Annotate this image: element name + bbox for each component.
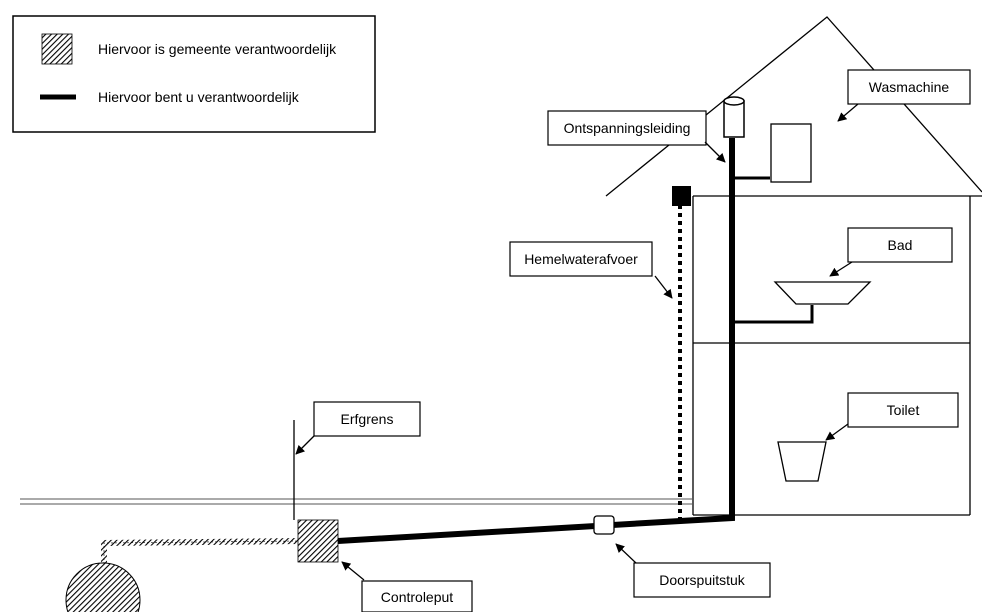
doorspuitstuk-fitting: [593, 515, 615, 535]
municipal-connection-pipe: [101, 538, 301, 568]
label-bad: Bad: [829, 227, 953, 277]
label-doorspuitstuk: Doorspuitstuk: [615, 543, 771, 598]
label-box: [313, 401, 421, 437]
municipal-pipe-outline: [103, 540, 301, 568]
fixtures: [770, 123, 872, 482]
main-drain-pipe: [337, 138, 735, 544]
arrow: [654, 275, 673, 299]
legend: Hiervoor is gemeente verantwoordelijk Hi…: [12, 15, 376, 133]
label-hemelwaterafvoer: Hemelwaterafvoer: [509, 241, 673, 299]
controleput-pit: [297, 519, 339, 563]
hatch-swatch: [41, 33, 73, 65]
label-text: Bad: [888, 237, 913, 253]
gutter-box: [672, 186, 691, 206]
arrow: [829, 261, 853, 277]
rainwater-pipe: [672, 186, 691, 520]
label-text: Toilet: [887, 402, 920, 418]
municipal-sewer: [65, 519, 339, 612]
legend-municipality-label: Hiervoor is gemeente verantwoordelijk: [98, 41, 337, 57]
label-wasmachine: Wasmachine: [837, 69, 971, 122]
legend-owner-label: Hiervoor bent u verantwoordelijk: [98, 89, 300, 105]
bathtub: [773, 281, 872, 305]
label-controleput: Controleput: [341, 561, 473, 612]
ground-line: [20, 498, 692, 505]
arrow: [615, 543, 637, 564]
label-ontspanningsleiding: Ontspanningsleiding: [547, 110, 726, 163]
arrow: [825, 423, 849, 441]
washing-machine: [770, 123, 812, 183]
arrow: [341, 561, 365, 581]
toilet-bowl: [777, 441, 827, 482]
label-erfgrens: Erfgrens: [295, 401, 421, 455]
label-box: [847, 227, 953, 263]
label-text: Hemelwaterafvoer: [524, 251, 638, 267]
owner-pipes: [337, 96, 814, 544]
label-text: Controleput: [381, 589, 453, 605]
arrow: [295, 435, 315, 455]
main-sewer: [65, 562, 141, 612]
arrow: [837, 103, 859, 122]
label-box: [847, 392, 959, 428]
bath-branch: [732, 305, 814, 324]
label-text: Ontspanningsleiding: [564, 120, 691, 136]
vent-cap-top: [723, 96, 745, 106]
label-box: [547, 110, 707, 146]
arrow: [704, 141, 726, 163]
vent-cap: [723, 100, 745, 138]
label-box: [847, 69, 971, 105]
label-box: [361, 580, 473, 612]
legend-box: [12, 15, 376, 133]
label-text: Doorspuitstuk: [659, 572, 746, 588]
label-text: Wasmachine: [869, 79, 950, 95]
label-box: [633, 562, 771, 598]
label-box: [509, 241, 653, 277]
label-toilet: Toilet: [825, 392, 959, 441]
label-text: Erfgrens: [341, 411, 394, 427]
